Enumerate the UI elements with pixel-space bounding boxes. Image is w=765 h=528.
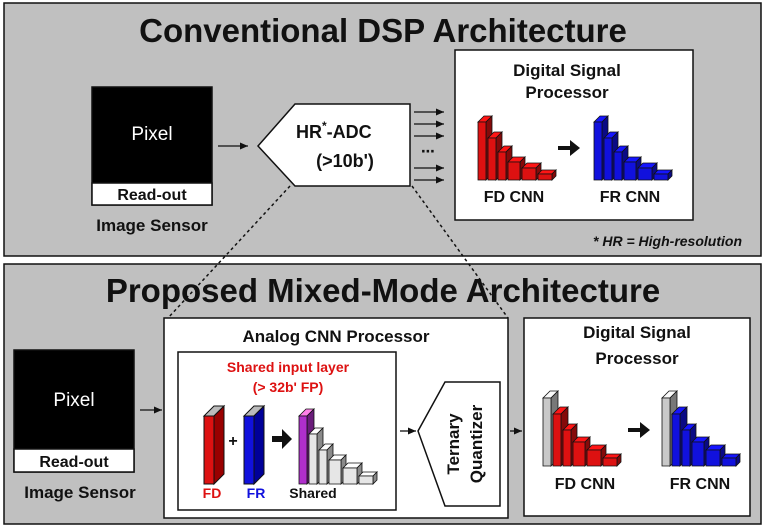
bottom-fr-cnn-label: FR CNN (670, 476, 730, 493)
fd-input-slab (203, 415, 215, 485)
quantizer-line1: Ternary (444, 413, 463, 475)
plus-sign: + (228, 433, 237, 450)
proposed-panel: Proposed Mixed-Mode Architecture Pixel R… (3, 263, 762, 525)
top-pixel-label: Pixel (131, 124, 172, 145)
shared-input-layer-box: Shared input layer (> 32b' FP) + FD FR S… (177, 351, 397, 511)
shared-arrow (272, 429, 292, 449)
top-fd-to-fr-arrow (558, 140, 580, 156)
top-sensor-caption: Image Sensor (96, 216, 208, 235)
top-fr-cnn-stack (593, 115, 673, 181)
shared-layer-stack (298, 408, 378, 485)
quantizer-line2: Quantizer (467, 404, 486, 483)
hr-footnote: * HR = High-resolution (593, 233, 742, 249)
proposed-title: Proposed Mixed-Mode Architecture (106, 272, 660, 309)
bottom-dsp-title-line2: Processor (595, 349, 679, 368)
bottom-image-sensor: Pixel Read-out Image Sensor (13, 349, 136, 502)
shared-input-title: Shared input layer (227, 359, 350, 375)
adc-output-bus (414, 108, 444, 184)
top-dsp-block: Digital Signal Processor FD CNN FR CNN (454, 49, 694, 221)
adc-label: HR*-ADC (296, 119, 372, 142)
bottom-fd-cnn-label: FD CNN (555, 476, 615, 493)
adc-bits-label: (>10b') (316, 151, 374, 171)
top-image-sensor: Pixel Read-out Image Sensor (91, 86, 213, 235)
top-fd-cnn-label: FD CNN (484, 189, 544, 206)
fr-caption: FR (247, 485, 266, 501)
bottom-fd-cnn-stack (542, 390, 622, 467)
analog-cnn-processor: Analog CNN Processor Shared input layer … (163, 317, 509, 519)
bottom-pixel-label: Pixel (53, 390, 94, 411)
fd-caption: FD (203, 485, 222, 501)
hr-adc-block: HR*-ADC (>10b') (256, 103, 411, 187)
ternary-quantizer: Ternary Quantizer (417, 381, 501, 507)
conventional-title: Conventional DSP Architecture (139, 12, 627, 49)
bottom-dsp-title-line1: Digital Signal (583, 323, 691, 342)
top-dsp-title-line1: Digital Signal (513, 61, 621, 80)
bottom-dsp-block: Digital Signal Processor FD CNN FR CNN (523, 317, 751, 517)
bottom-sensor-caption: Image Sensor (24, 483, 136, 502)
shared-caption: Shared (289, 485, 336, 501)
bottom-fr-cnn-stack (661, 390, 741, 467)
bottom-readout-label: Read-out (39, 454, 109, 471)
top-readout-label: Read-out (117, 187, 187, 204)
top-dsp-title-line2: Processor (525, 83, 609, 102)
conventional-panel: Conventional DSP Architecture Pixel Read… (3, 2, 762, 257)
fr-input-slab (243, 415, 255, 485)
bus-ellipsis: ⋯ (421, 143, 435, 159)
bottom-fd-to-fr-arrow (628, 422, 650, 438)
shared-input-precision: (> 32b' FP) (253, 379, 324, 395)
top-fd-cnn-stack (477, 115, 557, 181)
top-fr-cnn-label: FR CNN (600, 189, 660, 206)
analog-title: Analog CNN Processor (242, 327, 429, 346)
